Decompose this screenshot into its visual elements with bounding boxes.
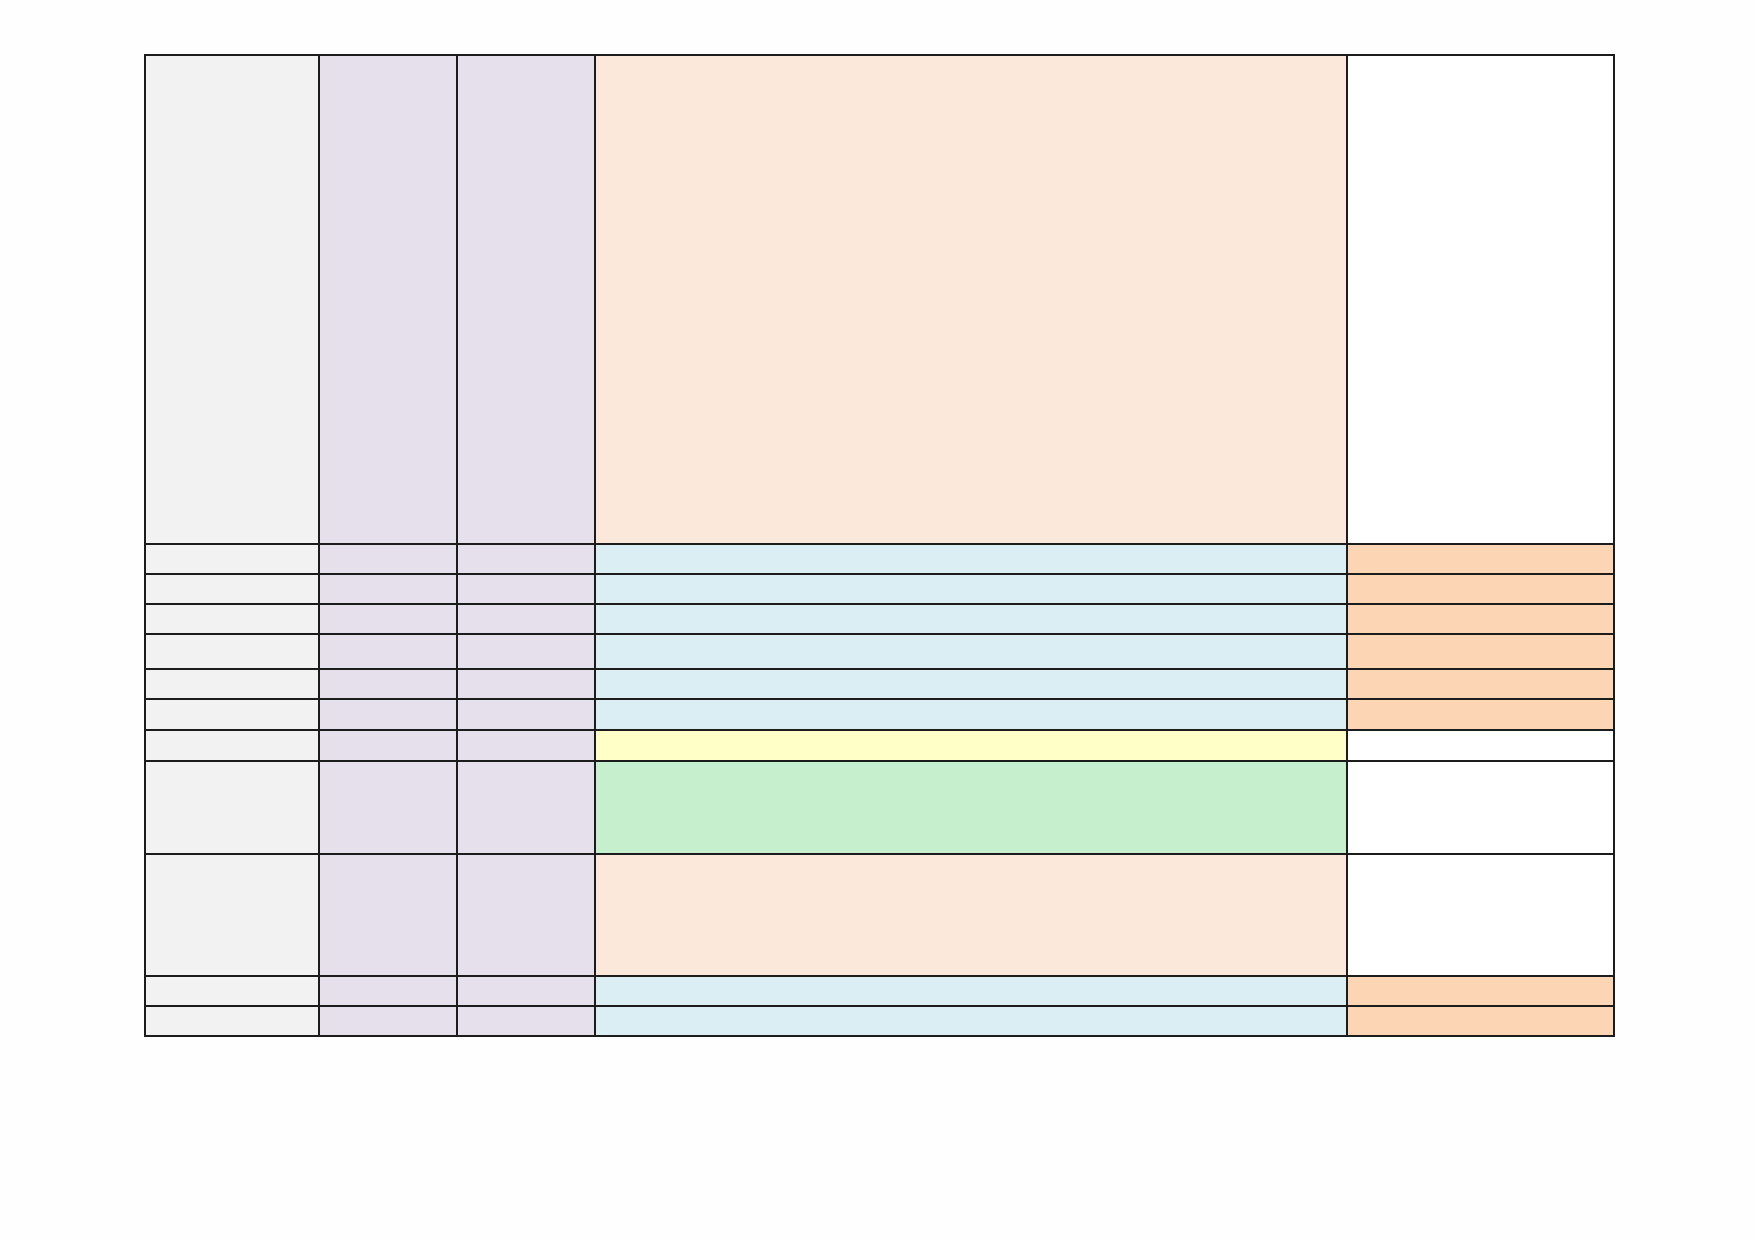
table-cell bbox=[144, 698, 320, 732]
table-cell bbox=[318, 573, 458, 606]
table-cell bbox=[144, 542, 320, 576]
table-cell bbox=[1346, 852, 1615, 977]
table-cell bbox=[1346, 54, 1615, 545]
table-cell bbox=[144, 668, 320, 701]
table-row bbox=[144, 974, 1615, 1007]
table-row bbox=[144, 668, 1615, 701]
table-row bbox=[144, 729, 1615, 763]
table-cell bbox=[1346, 573, 1615, 606]
table-cell bbox=[1346, 698, 1615, 732]
table-cell bbox=[456, 1004, 596, 1038]
table-cell bbox=[318, 698, 458, 732]
table-cell bbox=[1346, 1004, 1615, 1038]
table-cell bbox=[456, 668, 596, 701]
table-cell bbox=[594, 633, 1348, 671]
table-row bbox=[144, 573, 1615, 606]
table-cell bbox=[1346, 633, 1615, 671]
table-cell bbox=[318, 852, 458, 977]
table-cell bbox=[456, 542, 596, 576]
table-cell bbox=[1346, 729, 1615, 763]
table-cell bbox=[594, 668, 1348, 701]
table-cell bbox=[594, 698, 1348, 732]
table-row bbox=[144, 760, 1615, 855]
table-cell bbox=[594, 1004, 1348, 1038]
table-cell bbox=[594, 603, 1348, 636]
table-cell bbox=[456, 974, 596, 1007]
table-cell bbox=[318, 633, 458, 671]
table-cell bbox=[456, 603, 596, 636]
table-cell bbox=[456, 698, 596, 732]
table-cell bbox=[318, 54, 458, 545]
table-cell bbox=[594, 760, 1348, 855]
table-cell bbox=[144, 974, 320, 1007]
table-cell bbox=[144, 54, 320, 545]
table-cell bbox=[144, 603, 320, 636]
table-cell bbox=[144, 1004, 320, 1038]
table-cell bbox=[318, 542, 458, 576]
table-row bbox=[144, 603, 1615, 636]
table-cell bbox=[144, 573, 320, 606]
table-cell bbox=[318, 729, 458, 763]
table-row bbox=[144, 542, 1615, 576]
table-cell bbox=[144, 633, 320, 671]
table-cell bbox=[318, 603, 458, 636]
table-cell bbox=[594, 729, 1348, 763]
table-cell bbox=[318, 668, 458, 701]
table-cell bbox=[1346, 760, 1615, 855]
table-cell bbox=[456, 573, 596, 606]
table-row bbox=[144, 54, 1615, 545]
table-row bbox=[144, 852, 1615, 977]
table-cell bbox=[456, 633, 596, 671]
table-cell bbox=[456, 54, 596, 545]
table-cell bbox=[456, 760, 596, 855]
table-cell bbox=[144, 729, 320, 763]
color-coded-table bbox=[144, 54, 1615, 1038]
table-cell bbox=[594, 573, 1348, 606]
table-cell bbox=[594, 974, 1348, 1007]
table-cell bbox=[456, 729, 596, 763]
table-cell bbox=[456, 852, 596, 977]
table-row bbox=[144, 1004, 1615, 1038]
table-cell bbox=[318, 1004, 458, 1038]
table-row bbox=[144, 633, 1615, 671]
table-cell bbox=[318, 974, 458, 1007]
table-cell bbox=[594, 852, 1348, 977]
table-cell bbox=[1346, 542, 1615, 576]
table-cell bbox=[1346, 668, 1615, 701]
table-cell bbox=[318, 760, 458, 855]
table-cell bbox=[144, 852, 320, 977]
table-cell bbox=[1346, 974, 1615, 1007]
table-cell bbox=[594, 54, 1348, 545]
table-cell bbox=[594, 542, 1348, 576]
table-cell bbox=[144, 760, 320, 855]
table-row bbox=[144, 698, 1615, 732]
table-cell bbox=[1346, 603, 1615, 636]
